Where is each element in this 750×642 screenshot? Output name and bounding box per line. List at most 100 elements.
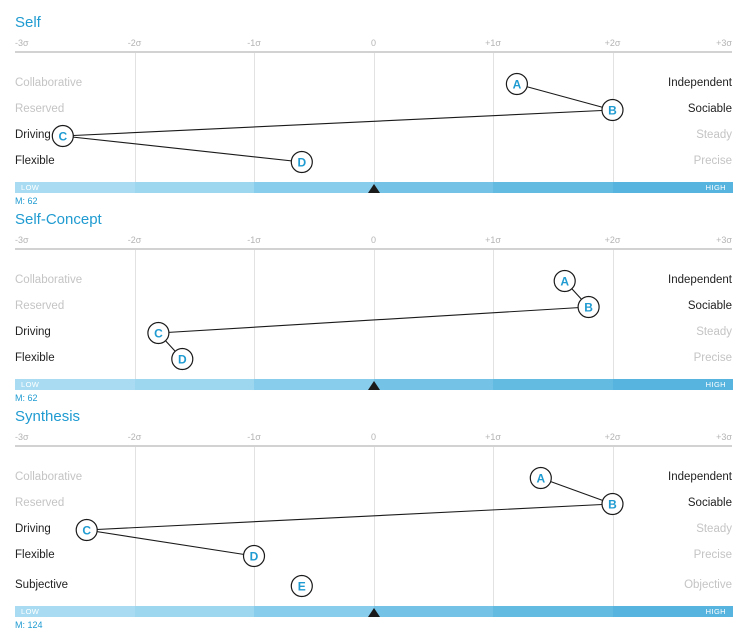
mean-marker-icon [367,608,380,617]
gridline [254,447,255,606]
connector-line [86,529,255,557]
point-marker [147,321,170,345]
scale-bar-segment [254,379,374,390]
row-label-right: Precise [693,549,732,561]
scale-bar-segment [373,379,494,390]
tick-label: 0 [370,38,377,48]
tick-label: -3σ [15,38,29,48]
gridline [254,53,255,182]
gridline [134,250,136,379]
tick-label: +1σ [485,38,501,48]
row-label-left: Flexible [15,352,55,364]
tick-label: -2σ [127,235,142,245]
scale-bar-segment [493,606,613,617]
row-label-right: Independent [668,471,732,483]
tick-label: -3σ [15,432,29,442]
tick-label: -1σ [247,432,261,442]
point-label: C [154,326,163,340]
scale-bar-segment [493,182,613,193]
gridline [612,447,614,606]
data-point-d: D [242,544,266,568]
connector-line [86,503,613,531]
point-label: C [58,129,67,143]
scale-low-label: LOW [21,380,40,389]
scale-bar-segment [254,606,374,617]
tick-label: +3σ [716,38,732,48]
row-label-right: Precise [693,155,732,167]
gridline [493,53,494,182]
scale-low-label: LOW [21,607,40,616]
point-marker [242,544,266,568]
tick-label: +2σ [604,38,621,48]
gridline [373,250,375,379]
point-marker [529,466,552,490]
point-marker [290,574,313,598]
connector-line [540,477,613,505]
point-label: D [178,352,187,366]
tick-label: +3σ [716,235,732,245]
data-point-a: A [553,269,576,293]
tick-label: +2σ [604,235,621,245]
point-marker [505,72,529,96]
scale-bar-segment [254,182,374,193]
sample-size-label: M: 62 [15,196,38,206]
row-label-left: Reserved [15,300,65,312]
tick-label: +1σ [485,432,501,442]
row-label-right: Independent [668,274,732,286]
row-label-left: Collaborative [15,274,83,286]
scale-bar: LOW HIGH [15,379,733,390]
gridline [134,53,136,182]
row-label-left: Reserved [15,103,65,115]
row-label-left: Flexible [15,549,55,561]
data-point-c: C [147,321,170,345]
point-label: C [82,523,91,537]
scale-high-label: HIGH [705,380,726,389]
plot-area: AB C D [147,269,600,371]
tick-label: 0 [370,432,377,442]
row-label-right: Steady [696,326,732,338]
data-point-b: B [601,492,624,516]
row-label-left: Subjective [15,579,69,591]
row-label-left: Flexible [15,155,55,167]
gridline [373,53,375,182]
connector-line [158,306,589,334]
point-label: E [298,579,306,593]
data-point-c: C [75,518,98,542]
point-label: D [250,549,259,563]
point-marker [601,98,624,122]
axis-line [15,51,732,53]
row-label-right: Independent [668,77,732,89]
chart-title: Synthesis [15,408,81,425]
point-label: B [608,497,617,511]
axis-line [15,445,732,447]
point-label: A [560,274,569,288]
row-label-left: Reserved [15,497,65,509]
scale-bar-segment [373,182,494,193]
row-label-left: Driving [15,326,51,338]
data-point-a: A [505,72,529,96]
row-label-left: Driving [15,129,51,141]
point-marker [171,347,194,371]
row-label-right: Objective [684,579,732,591]
connector-line [516,83,613,111]
row-label-right: Sociable [687,300,732,312]
mean-marker-icon [367,184,380,193]
data-point-d: D [171,347,194,371]
scale-bar-segment [15,379,135,390]
row-label-right: Steady [696,129,732,141]
point-marker [601,492,624,516]
scale-bar-segment [134,182,255,193]
sample-size-label: M: 62 [15,393,38,403]
gridline [254,250,255,379]
tick-label: -3σ [15,235,29,245]
tick-label: -1σ [247,38,261,48]
scale-bar-segment [15,606,135,617]
data-point-b: B [577,295,600,319]
point-label: B [608,103,617,117]
